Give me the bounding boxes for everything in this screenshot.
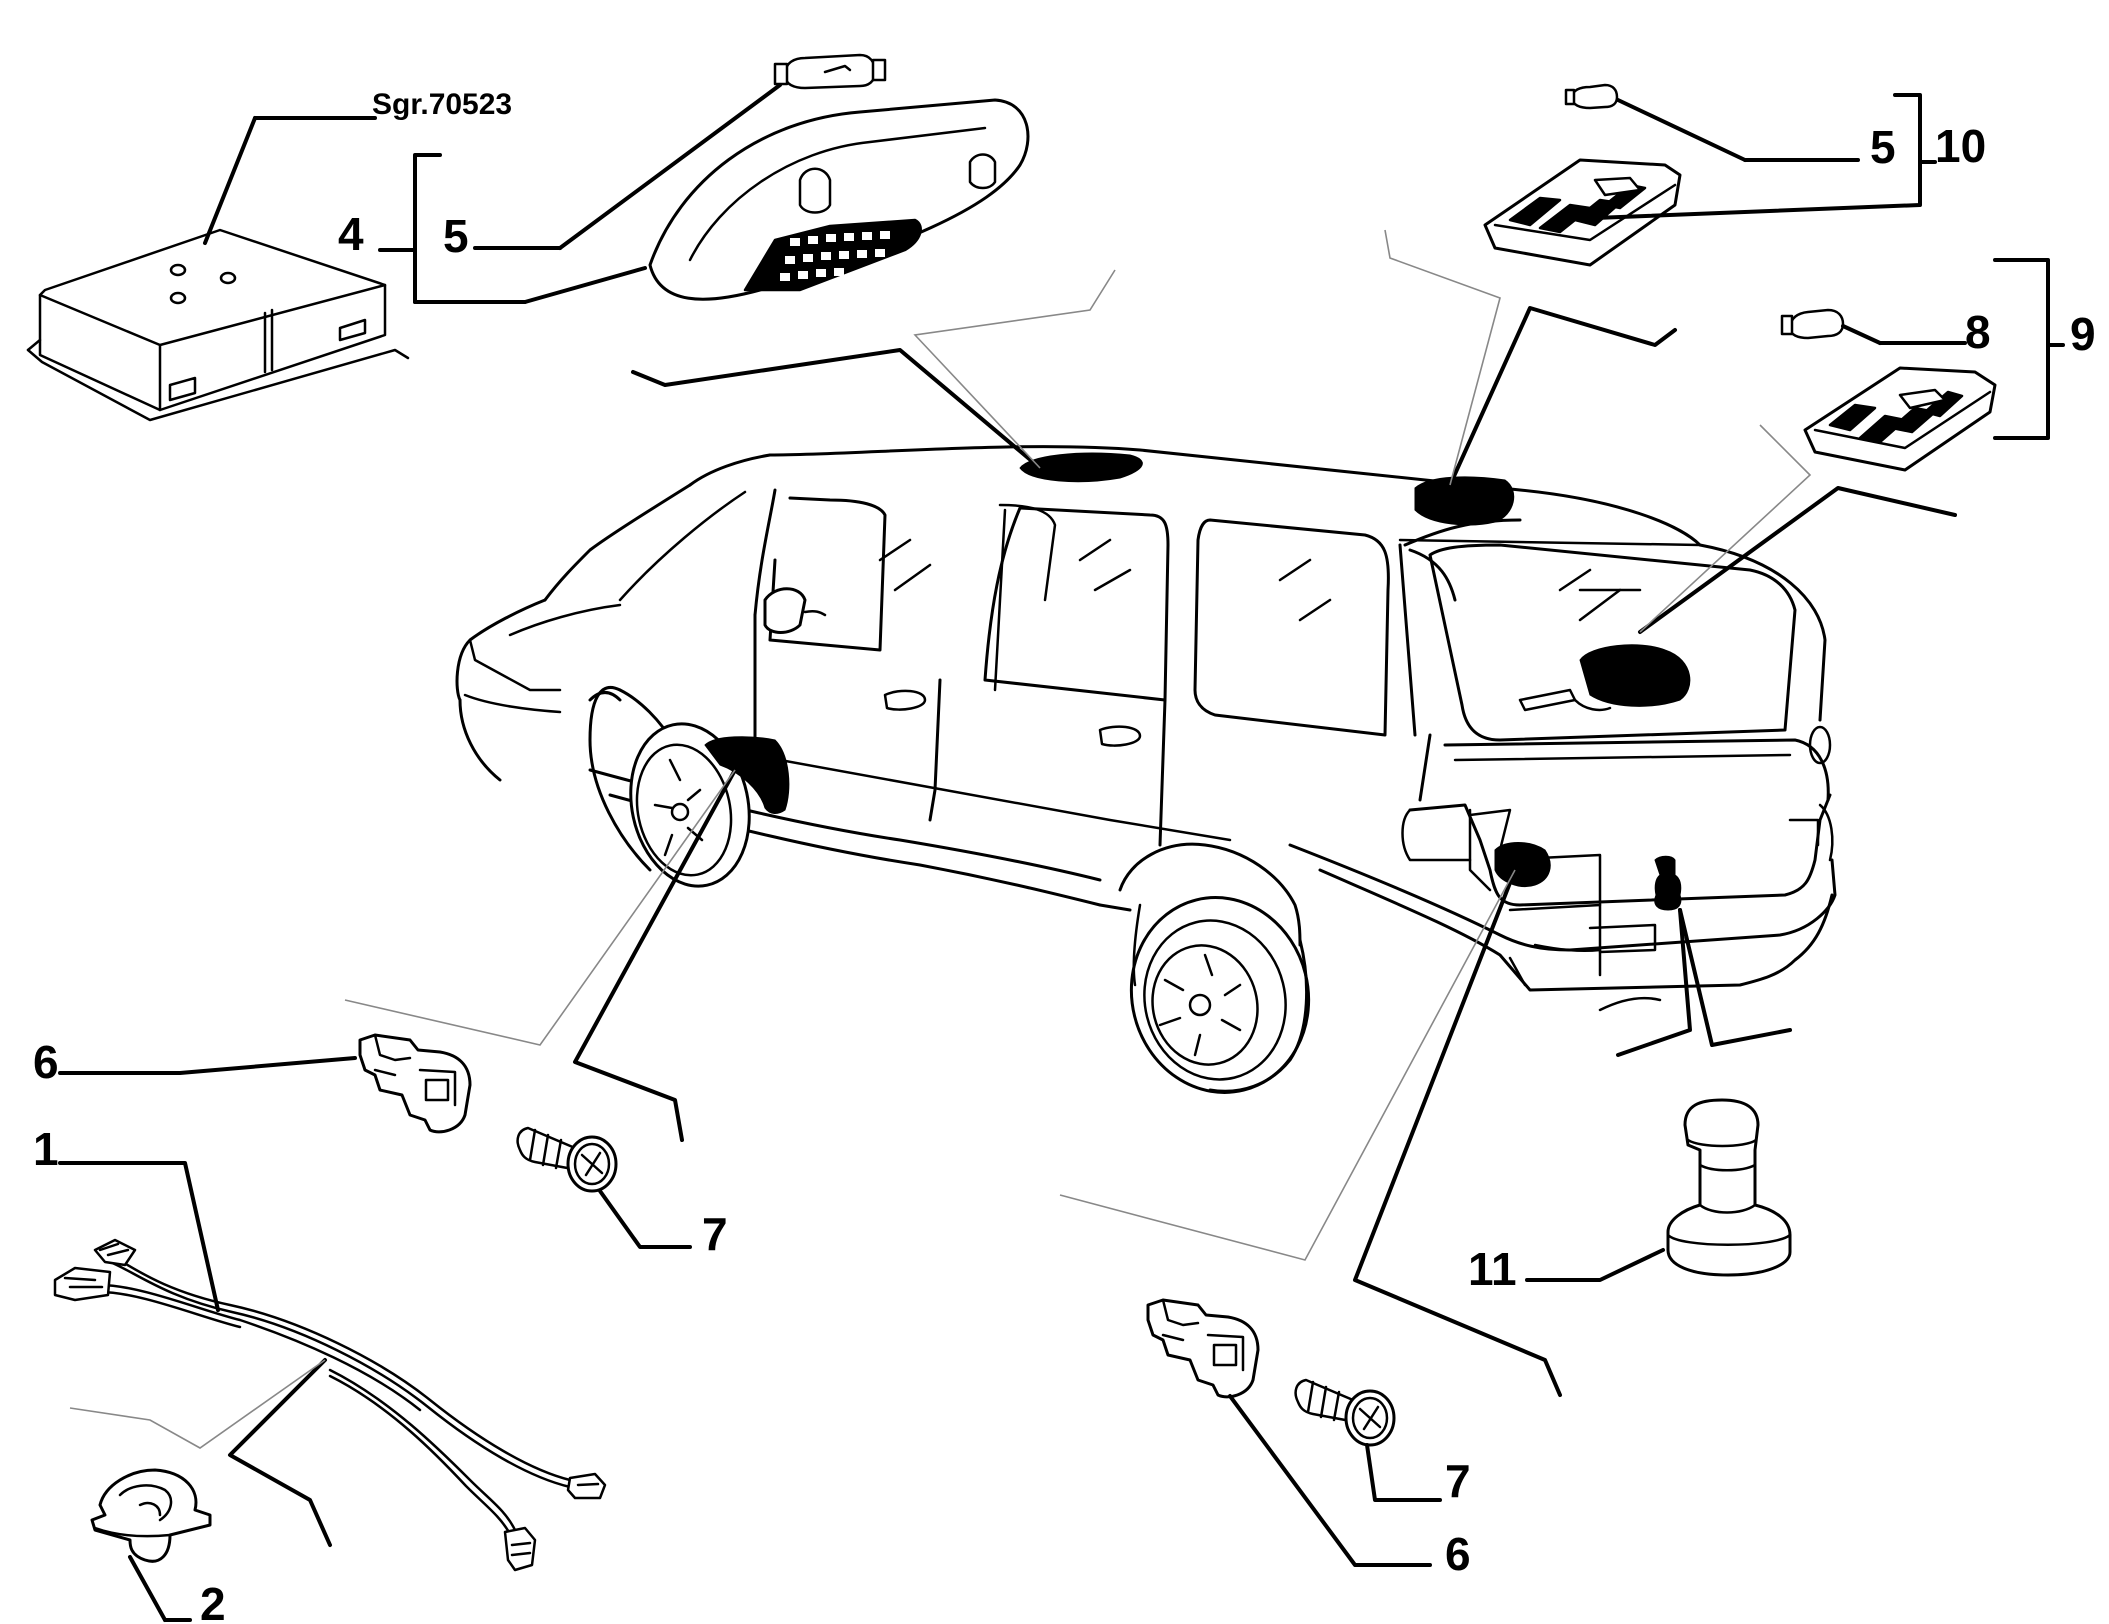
screw-left <box>516 1126 618 1193</box>
callout-7-right: 7 <box>1445 1455 1471 1507</box>
door-switch-right <box>1146 1298 1260 1399</box>
callout-8: 8 <box>1965 306 1991 358</box>
trunk-switch <box>1666 1098 1792 1277</box>
callout-7-left: 7 <box>702 1208 728 1260</box>
rear-light-housing-9 <box>1803 366 1997 472</box>
festoon-bulb-8 <box>1780 308 1845 340</box>
callout-10: 10 <box>1935 120 1986 172</box>
harness-clip <box>90 1468 212 1563</box>
car-outline <box>455 445 1837 1094</box>
festoon-bulb-front <box>773 53 887 90</box>
front-ceiling-light <box>648 98 1030 301</box>
reference-label: Sgr.70523 <box>372 88 512 121</box>
callout-6-left: 6 <box>33 1036 59 1088</box>
festoon-bulb-rear <box>1564 83 1619 110</box>
location-highlights <box>704 452 1691 911</box>
door-switch-left <box>358 1033 472 1134</box>
rear-light-housing-10 <box>1483 158 1682 267</box>
callout-4: 4 <box>338 208 364 260</box>
callout-5-front: 5 <box>443 210 469 262</box>
callout-6-right: 6 <box>1445 1528 1471 1580</box>
wiring-harness <box>53 1238 607 1572</box>
callout-11: 11 <box>1468 1243 1517 1295</box>
callout-9: 9 <box>2070 308 2096 360</box>
reference-module-box <box>26 228 410 422</box>
callout-1: 1 <box>33 1123 59 1175</box>
screw-right <box>1294 1378 1396 1447</box>
callout-5-rear: 5 <box>1870 121 1896 173</box>
callout-2: 2 <box>200 1578 226 1624</box>
